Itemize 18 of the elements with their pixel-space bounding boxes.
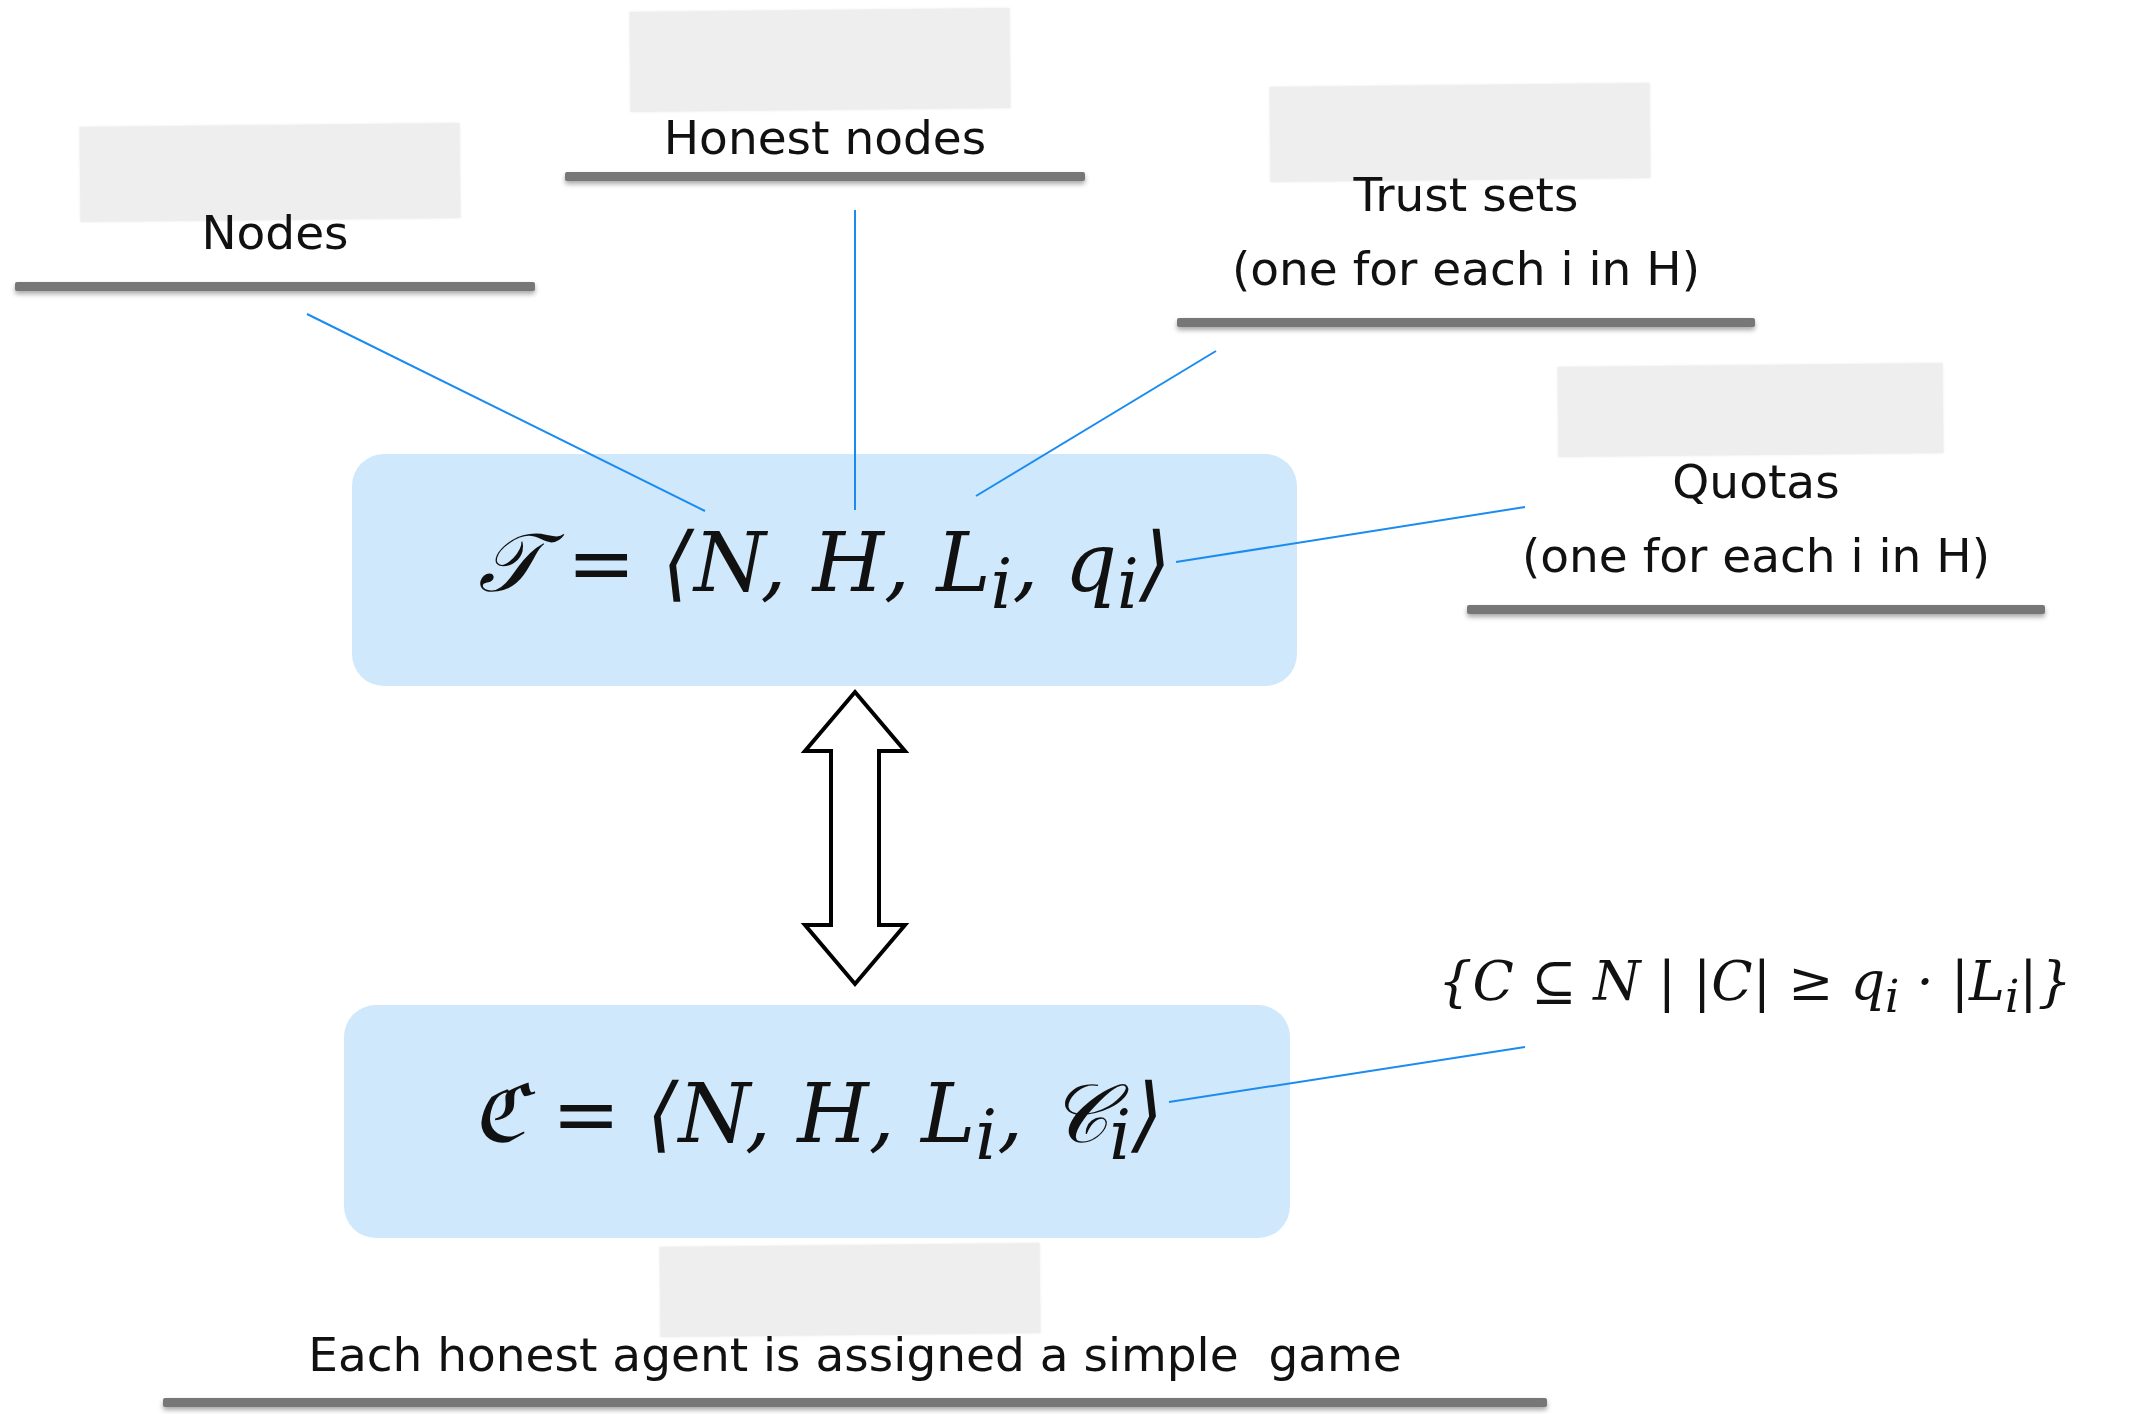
leader-line [975,350,1217,497]
leader-line [1168,1046,1526,1103]
leader-line [306,313,706,512]
leader-line [1175,506,1526,563]
formula-box [352,454,1297,686]
leader-line [854,209,856,511]
callout-text: Each honest agent is assigned a simple game [308,1327,1402,1382]
double-arrow [800,688,910,988]
callout-text: Quotas [1672,454,1840,509]
formula-box [344,1005,1290,1238]
callout-text: Honest nodes [663,110,987,165]
formula-text: 𝒯 = ⟨N, H, L$_{i}$, q$_{i}$⟩ [478,514,1171,610]
formula-text: {C ⊆ N | |C| ≥ q$_{i}$ · |L$_{i}$|} [1438,950,2072,1013]
callout-text: (one for each i in H) [1231,241,1701,296]
callout-text: (one for each i in H) [1521,528,1991,583]
formula-text: ℭ = ⟨N, H, L$_{i}$, 𝒞$_{i}$⟩ [470,1066,1164,1162]
callout-text: Nodes [201,205,349,260]
callout-text: Trust sets [1353,167,1579,222]
